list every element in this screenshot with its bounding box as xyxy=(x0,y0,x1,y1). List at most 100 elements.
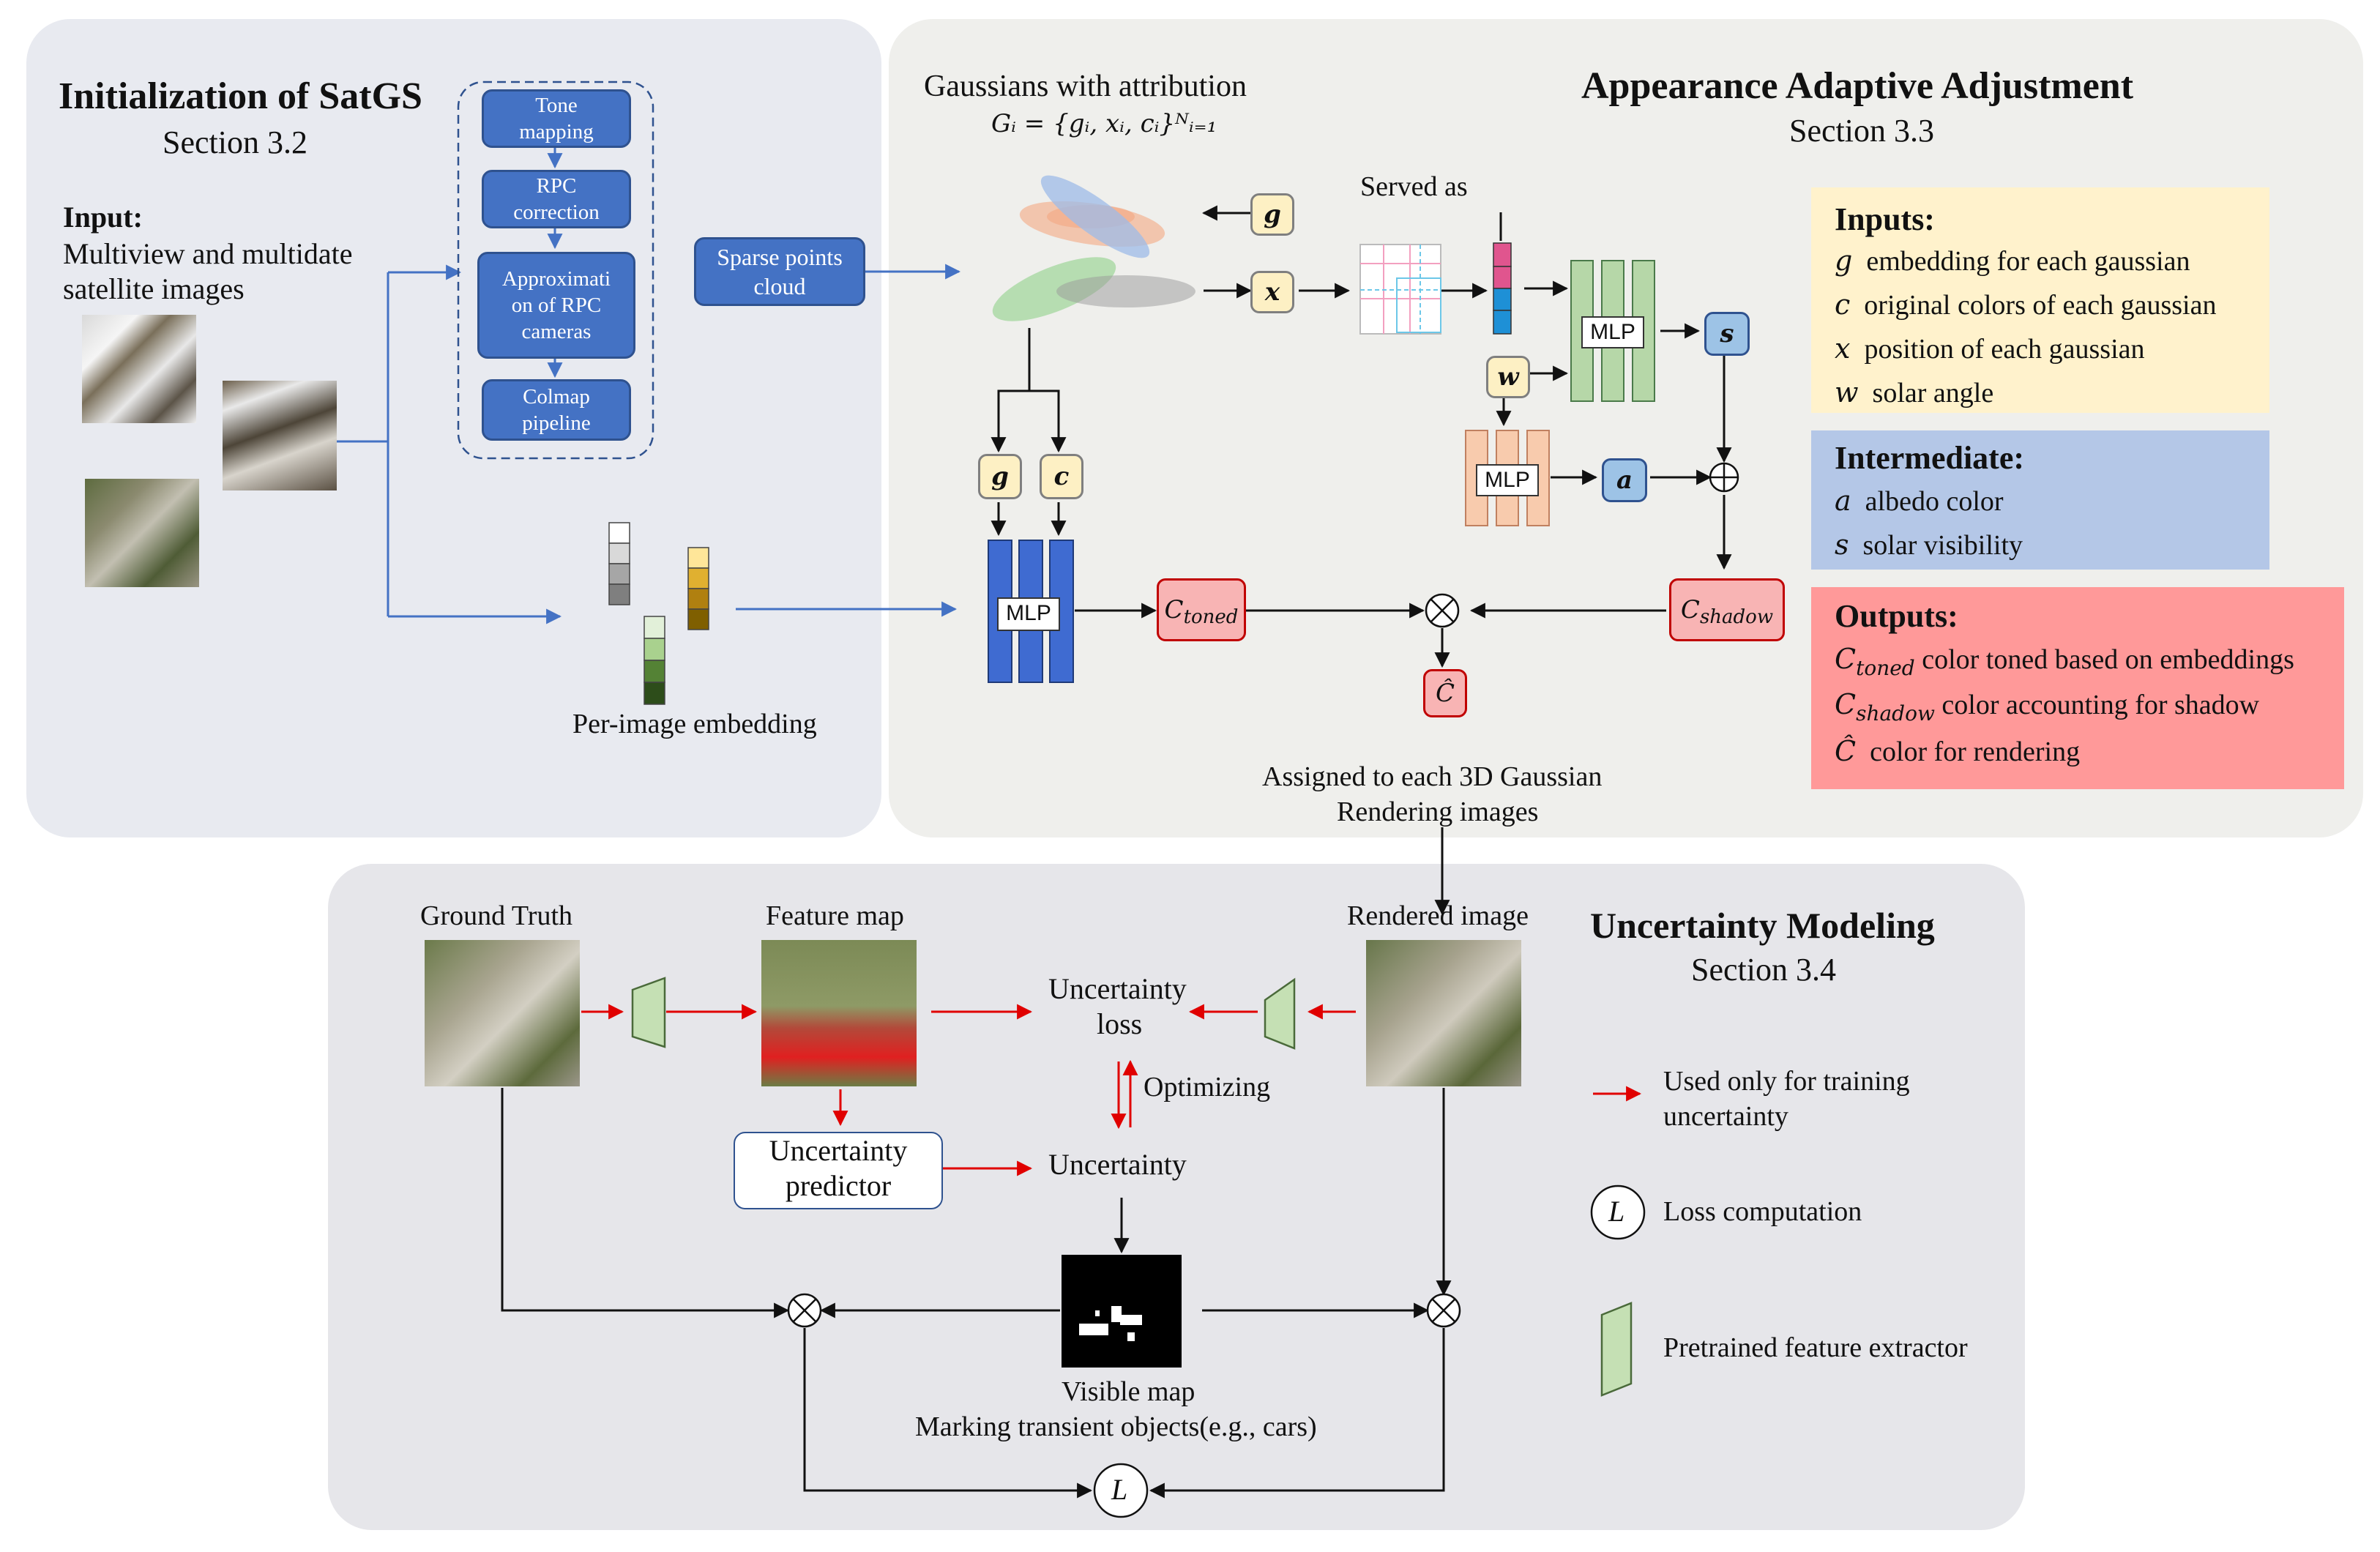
uncertainty-title: Uncertainty Modeling xyxy=(1590,905,1935,946)
legend-input-g-text: embedding for each gaussian xyxy=(1866,246,2190,277)
assigned-label: Assigned to each 3D Gaussian xyxy=(1262,761,1603,792)
marking-label: Marking transient objects(e.g., cars) xyxy=(915,1411,1317,1442)
legend-input-w: w solar angle xyxy=(1835,376,1993,409)
colmap-line-1: Colmap xyxy=(523,384,590,408)
rpc-correction-line-2: correction xyxy=(513,201,600,224)
tone-mapping-line-1: Tone xyxy=(535,93,578,117)
uncertainty-section: Section 3.4 xyxy=(1691,952,1836,988)
legend-output-toned: Ctoned color toned based on embeddings xyxy=(1835,643,2294,681)
legend-input-w-symbol: w xyxy=(1835,376,1859,408)
legend-output-toned-text: color toned based on embeddings xyxy=(1922,644,2294,675)
legend-input-x: x position of each gaussian xyxy=(1835,332,2145,365)
uncertainty-label: Uncertainty xyxy=(1048,1148,1187,1181)
ground-truth-image xyxy=(425,940,580,1086)
var-w: w xyxy=(1486,356,1530,398)
legend-training-line-1: Used only for training xyxy=(1663,1066,1910,1097)
appearance-title: Appearance Adaptive Adjustment xyxy=(1581,65,2134,107)
c-shadow-subscript: shadow xyxy=(1699,606,1774,628)
legend-input-c-text: original colors of each gaussian xyxy=(1864,290,2217,321)
c-toned-subscript: toned xyxy=(1183,606,1239,628)
c-shadow-symbol: C xyxy=(1680,595,1700,624)
legend-intermediate-s-text: solar visibility xyxy=(1862,530,2023,561)
legend-intermediate-s: s solar visibility xyxy=(1835,529,2023,562)
var-x: x xyxy=(1250,271,1294,313)
gaussians-label: Gaussians with attribution xyxy=(924,70,1247,103)
mlp-label-green: MLP xyxy=(1581,316,1644,348)
legend-output-shadow-symbol: C xyxy=(1835,688,1857,720)
visible-map-label: Visible map xyxy=(1062,1376,1195,1407)
served-as-label: Served as xyxy=(1360,171,1468,202)
rendered-image-label: Rendered image xyxy=(1347,900,1529,931)
uncertainty-predictor-line-1: Uncertainty xyxy=(769,1134,908,1167)
colmap-line-2: pipeline xyxy=(522,411,591,435)
legend-intermediate-a: a albedo color xyxy=(1835,485,2004,518)
per-image-embedding-label: Per-image embedding xyxy=(572,709,817,739)
legend-input-x-symbol: x xyxy=(1835,332,1851,365)
c-toned-symbol: C xyxy=(1164,595,1184,624)
legend-intermediate: Intermediate: a albedo color s solar vis… xyxy=(1811,430,2269,570)
legend-intermediate-a-text: albedo color xyxy=(1865,486,2004,517)
approx-rpc-line-3: cameras xyxy=(521,320,592,344)
sparse-points-box: Sparse points cloud xyxy=(694,237,865,306)
input-label: Input: xyxy=(63,201,143,234)
approx-rpc-line-2: on of RPC xyxy=(511,293,602,317)
rendered-image xyxy=(1366,940,1521,1086)
init-title: Initialization of SatGS xyxy=(59,75,422,117)
legend-output-shadow-sub: shadow xyxy=(1856,701,1935,725)
legend-loss-label: Loss computation xyxy=(1663,1196,1862,1227)
mlp-label-blue: MLP xyxy=(997,597,1060,631)
legend-output-shadow: Cshadow color accounting for shadow xyxy=(1835,688,2259,726)
ground-truth-label: Ground Truth xyxy=(420,900,572,931)
satellite-image-snow-1 xyxy=(82,315,196,423)
legend-input-w-text: solar angle xyxy=(1872,378,1994,408)
var-c: c xyxy=(1040,454,1083,499)
legend-input-c: c original colors of each gaussian xyxy=(1835,288,2216,321)
legend-extractor-label: Pretrained feature extractor xyxy=(1663,1332,1968,1363)
uncertainty-loss-line-1: Uncertainty xyxy=(1048,972,1187,1005)
loss-symbol-legend: L xyxy=(1608,1195,1625,1228)
input-desc-2: satellite images xyxy=(63,272,245,305)
var-g-top: g xyxy=(1250,193,1294,236)
tone-mapping-box: Tone mapping xyxy=(482,89,631,148)
appearance-section: Section 3.3 xyxy=(1789,113,1934,149)
var-g-bottom: g xyxy=(978,454,1022,499)
approx-rpc-line-1: Approximati xyxy=(501,266,611,291)
legend-output-hat-text: color for rendering xyxy=(1870,736,2081,767)
rpc-correction-line-1: RPC xyxy=(536,174,577,198)
colmap-box: Colmap pipeline xyxy=(482,379,631,441)
legend-input-g: g embedding for each gaussian xyxy=(1835,245,2190,277)
satellite-image-summer xyxy=(85,479,199,587)
c-hat-box: Ĉ xyxy=(1423,669,1467,717)
legend-output-toned-sub: toned xyxy=(1856,655,1915,680)
rpc-correction-box: RPC correction xyxy=(482,170,631,228)
uncertainty-panel xyxy=(328,864,2025,1530)
satellite-image-snow-2 xyxy=(223,381,337,490)
init-section: Section 3.2 xyxy=(163,124,307,160)
tone-mapping-line-2: mapping xyxy=(519,120,594,143)
sparse-points-line-2: cloud xyxy=(753,273,806,299)
legend-outputs: Outputs: Ctoned color toned based on emb… xyxy=(1811,587,2344,789)
legend-training-line-2: uncertainty xyxy=(1663,1101,1788,1132)
uncertainty-loss-line-2: loss xyxy=(1097,1007,1143,1040)
legend-outputs-title: Outputs: xyxy=(1835,598,1958,634)
gaussians-formula: Gᵢ = {gᵢ, xᵢ, cᵢ}ᴺᵢ₌₁ xyxy=(991,109,1217,138)
rendering-images-label: Rendering images xyxy=(1337,796,1539,827)
legend-intermediate-a-symbol: a xyxy=(1835,485,1851,517)
legend-output-shadow-text: color accounting for shadow xyxy=(1941,690,2260,720)
init-panel xyxy=(26,19,881,837)
mlp-label-peach: MLP xyxy=(1476,464,1539,496)
legend-intermediate-s-symbol: s xyxy=(1835,529,1849,561)
var-a: a xyxy=(1602,458,1647,502)
legend-output-hat-symbol: Ĉ xyxy=(1835,735,1857,767)
sparse-points-line-1: Sparse points xyxy=(717,244,843,270)
legend-inputs: Inputs: g embedding for each gaussian c … xyxy=(1811,187,2269,413)
legend-output-hat: Ĉ color for rendering xyxy=(1835,735,2080,768)
uncertainty-predictor-line-2: predictor xyxy=(785,1169,892,1202)
legend-output-toned-symbol: C xyxy=(1835,643,1857,675)
legend-inputs-title: Inputs: xyxy=(1835,201,1935,237)
input-desc-1: Multiview and multidate xyxy=(63,237,353,270)
